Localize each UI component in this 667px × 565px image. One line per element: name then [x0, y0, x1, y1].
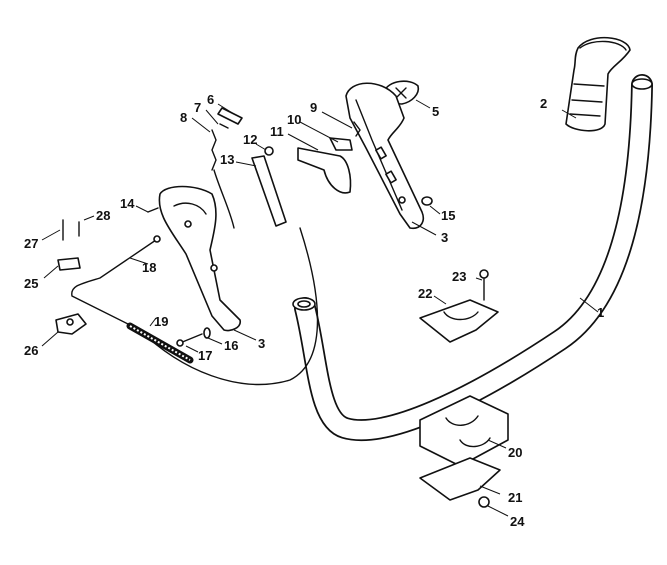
- part-7-screw: [219, 123, 229, 129]
- part-9-spring: [353, 121, 361, 137]
- callout-25: 25: [24, 276, 38, 291]
- callout-28: 28: [96, 208, 110, 223]
- part-6-clip: [217, 107, 243, 125]
- leader-lines: [41, 99, 599, 517]
- part-15-pin: [421, 196, 433, 206]
- part-1-handlebar-tube: [292, 74, 653, 442]
- callout-22: 22: [418, 286, 432, 301]
- callout-2: 2: [540, 96, 547, 111]
- part-23-screw: [479, 269, 489, 301]
- callout-1: 1: [597, 305, 604, 320]
- callout-7: 7: [194, 100, 201, 115]
- callout-13: 13: [220, 152, 234, 167]
- part-16-washer: [203, 327, 211, 339]
- callout-15: 15: [441, 208, 455, 223]
- callout-24: 24: [510, 514, 525, 529]
- part-25-clip: [57, 257, 81, 271]
- callout-16: 16: [224, 338, 238, 353]
- callout-12: 12: [243, 132, 257, 147]
- part-3-housing-right: [345, 82, 425, 230]
- part-17-bolt: [176, 333, 203, 347]
- part-24-nut: [478, 496, 490, 508]
- part-11-trigger: [297, 147, 352, 194]
- callout-23: 23: [452, 269, 466, 284]
- part-22-clamp-plate: [419, 299, 499, 343]
- part-21-lower-plate: [419, 457, 501, 501]
- callout-labels: 1 2 3 3 5 6 7 8 9 10 11 12 13 14 15 16 1…: [24, 92, 604, 529]
- callout-9: 9: [310, 100, 317, 115]
- callout-5: 5: [432, 104, 439, 119]
- callout-27: 27: [24, 236, 38, 251]
- part-19-cable-sheath: [126, 322, 194, 364]
- callout-3-upper: 3: [441, 230, 448, 245]
- callout-11: 11: [270, 124, 284, 139]
- callout-17: 17: [198, 348, 212, 363]
- part-26-adjuster: [55, 313, 87, 335]
- callout-26: 26: [24, 343, 38, 358]
- callout-21: 21: [508, 490, 522, 505]
- part-20-clamp-block: [419, 395, 509, 467]
- callout-10: 10: [287, 112, 301, 127]
- callout-14: 14: [120, 196, 135, 211]
- part-2-grip: [565, 36, 631, 132]
- part-13-slider: [251, 155, 287, 227]
- callout-19: 19: [154, 314, 168, 329]
- callout-6: 6: [207, 92, 214, 107]
- part-12-screw: [264, 146, 274, 156]
- callout-3-lower: 3: [258, 336, 265, 351]
- callout-18: 18: [142, 260, 156, 275]
- part-3-housing-left: [158, 185, 241, 332]
- part-14-screw: [147, 207, 159, 213]
- callout-8: 8: [180, 110, 187, 125]
- part-18-cable: [71, 227, 319, 386]
- part-8-spring: [211, 129, 235, 229]
- callout-20: 20: [508, 445, 522, 460]
